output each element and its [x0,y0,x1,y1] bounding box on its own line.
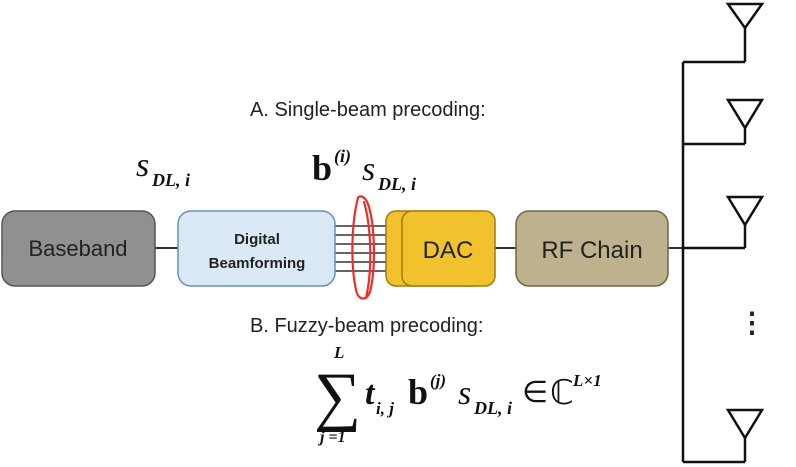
svg-text:DL, i: DL, i [151,170,190,190]
svg-text:b: b [312,148,332,188]
antenna-icon [725,2,765,62]
baseband-block [1,210,156,287]
antenna-bus [681,60,745,464]
svg-text:∑: ∑ [314,360,361,433]
svg-text:(j): (j) [430,371,446,390]
svg-text:∈: ∈ [522,376,548,409]
svg-text:(i): (i) [334,146,351,167]
svg-text:DL, i: DL, i [473,398,512,418]
antenna-icon [725,195,765,248]
rf-chain-label: RF Chain [541,237,642,264]
antenna-icon [725,408,765,462]
baseband-label: Baseband [28,236,127,261]
svg-text:s: s [136,147,149,184]
svg-text:s: s [362,151,375,188]
fuzzy-beam-label: B. Fuzzy-beam precoding: [250,315,483,337]
single-beam-label: A. Single-beam precoding: [250,99,486,121]
svg-text:j =1: j =1 [317,429,346,446]
antenna-icon [725,98,765,144]
svg-text:DL, i: DL, i [377,174,416,194]
antenna-ellipsis: ⋮ [738,307,766,338]
svg-text:L: L [333,343,344,362]
digital-label-line1: Digital [234,231,280,248]
svg-text:i, j: i, j [376,399,394,418]
digital-label-line2: Beamforming [209,255,306,272]
svg-text:t: t [365,375,376,412]
rf-chain-block [515,210,669,287]
fuzzy-beam-formula: L ∑ j =1 t i, j b (j) s DL, i ∈ ℂ L×1 [314,343,602,446]
red-stream-marker [351,195,376,300]
digital-beamforming-block [177,210,336,287]
svg-text:ℂ: ℂ [550,375,574,412]
symbol-s-dl-i: s DL, i [136,147,190,190]
parallel-streams [335,225,392,272]
svg-text:L×1: L×1 [572,371,602,390]
svg-text:s: s [458,375,471,412]
dac-label: DAC [423,237,474,264]
svg-text:b: b [408,372,428,412]
single-beam-formula: b (i) s DL, i [312,146,416,194]
dac-block [401,210,496,287]
